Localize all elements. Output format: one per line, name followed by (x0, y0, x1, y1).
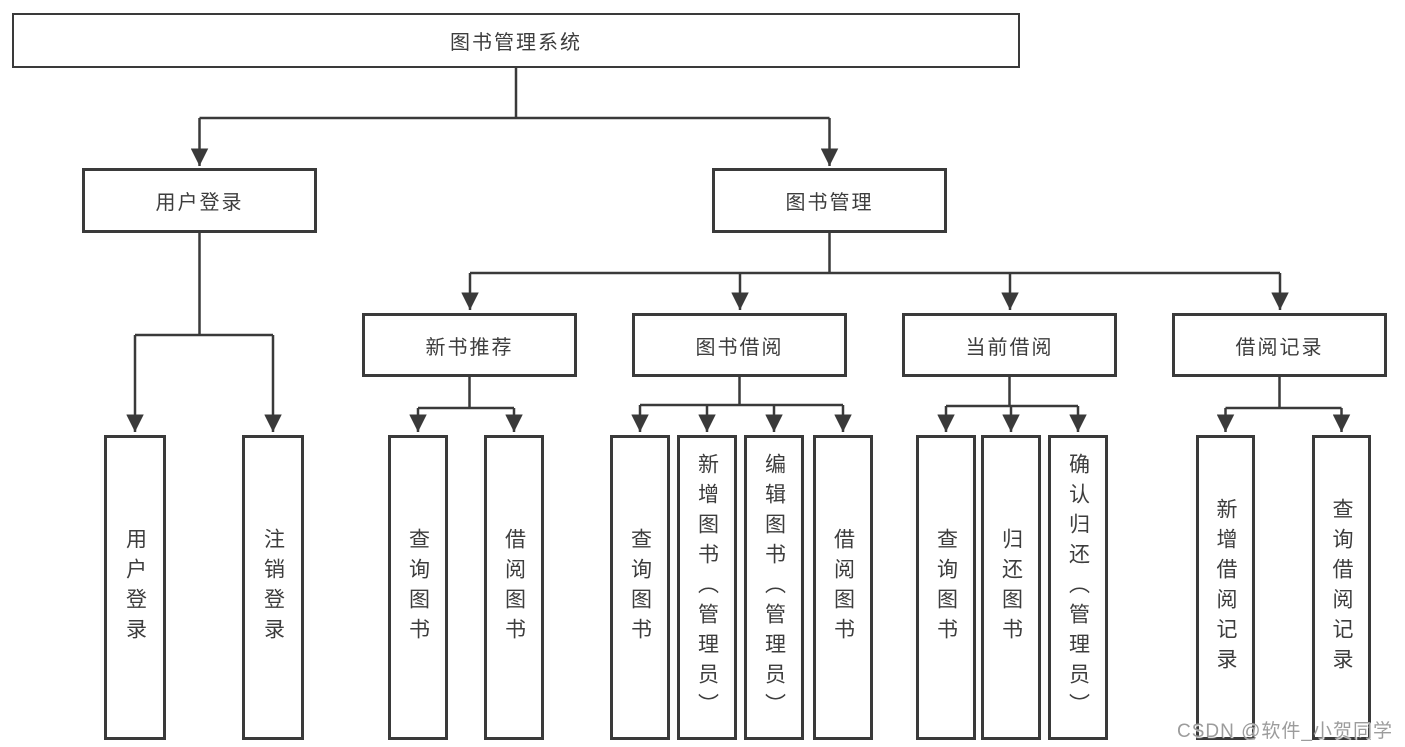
node-label: 查询借阅记录 (1330, 497, 1353, 678)
node-query-borrow-record: 查询借阅记录 (1312, 435, 1371, 740)
node-label: 确认归还（管理员） (1066, 452, 1090, 723)
node-label: 图书管理系统 (450, 32, 582, 54)
node-newbook-borrow-books: 借阅图书 (484, 435, 544, 740)
node-label: 借阅图书 (502, 527, 526, 648)
node-logout: 注销登录 (242, 435, 304, 740)
node-user-login: 用户登录 (104, 435, 166, 740)
node-book-management: 图书管理 (712, 168, 947, 233)
node-label: 借阅记录 (1235, 336, 1324, 359)
node-label: 新书推荐 (425, 336, 514, 359)
watermark-csdn: CSDN @软件_小贺同学 (1177, 721, 1393, 742)
node-label: 图书借阅 (695, 336, 784, 359)
node-add-book-admin: 新增图书（管理员） (677, 435, 737, 740)
node-label: 归还图书 (999, 527, 1023, 648)
node-borrow-query-books: 查询图书 (610, 435, 670, 740)
node-label: 新增借阅记录 (1214, 497, 1237, 678)
node-label: 当前借阅 (965, 336, 1054, 359)
node-borrow-borrow-books: 借阅图书 (813, 435, 873, 740)
node-book-borrowing: 图书借阅 (632, 313, 847, 377)
node-label: 用户登录 (155, 192, 244, 214)
node-borrowing-records: 借阅记录 (1172, 313, 1387, 377)
node-label: 新增图书（管理员） (695, 452, 719, 723)
node-new-book-recommend: 新书推荐 (362, 313, 577, 377)
node-label: 查询图书 (628, 527, 652, 648)
node-newbook-query-books: 查询图书 (388, 435, 448, 740)
node-edit-book-admin: 编辑图书（管理员） (744, 435, 804, 740)
node-current-borrowing: 当前借阅 (902, 313, 1117, 377)
node-confirm-return-admin: 确认归还（管理员） (1048, 435, 1108, 740)
node-label: 查询图书 (934, 527, 958, 648)
node-current-query-books: 查询图书 (916, 435, 976, 740)
node-label: 查询图书 (406, 527, 430, 648)
node-user-login-group: 用户登录 (82, 168, 317, 233)
node-label: 注销登录 (261, 527, 285, 648)
node-label: 图书管理 (785, 192, 874, 214)
node-add-borrow-record: 新增借阅记录 (1196, 435, 1255, 740)
node-return-books: 归还图书 (981, 435, 1041, 740)
node-label: 编辑图书（管理员） (762, 452, 786, 723)
node-label: 用户登录 (123, 527, 147, 648)
node-library-management-system: 图书管理系统 (12, 13, 1020, 68)
node-label: 借阅图书 (831, 527, 855, 648)
